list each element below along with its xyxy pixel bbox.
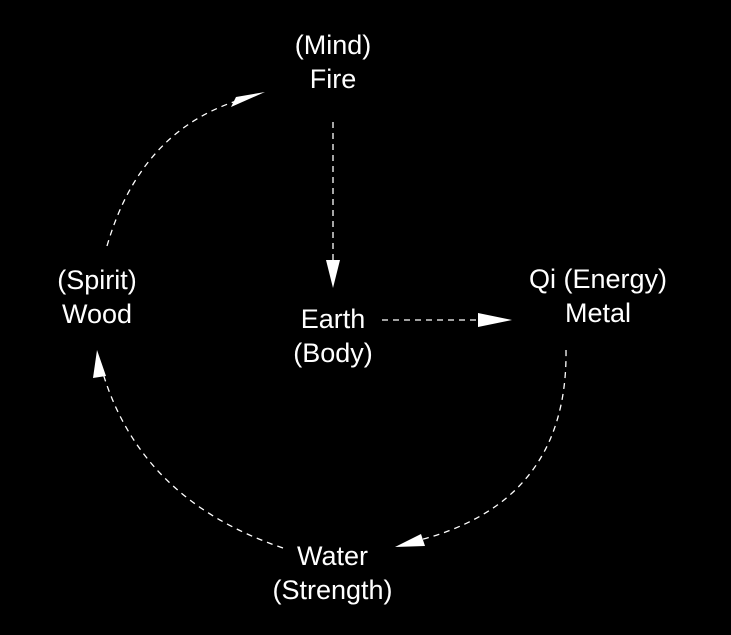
node-metal: Qi (Energy) Metal xyxy=(493,262,703,330)
arrow-water-to-wood xyxy=(101,369,284,549)
arrow-metal-to-water xyxy=(411,349,567,543)
node-wood: (Spirit) Wood xyxy=(12,263,182,331)
node-fire-subtitle: (Mind) xyxy=(294,30,372,60)
node-fire-title: Fire xyxy=(309,64,357,94)
node-earth: Earth (Body) xyxy=(243,302,423,370)
node-water-subtitle: (Strength) xyxy=(272,575,393,605)
node-fire: (Mind) Fire xyxy=(243,28,423,96)
node-earth-subtitle: (Body) xyxy=(293,338,373,368)
arrowhead-metal xyxy=(478,313,512,327)
node-water-title: Water xyxy=(296,541,368,571)
arrowhead-wood xyxy=(93,350,106,378)
node-water: Water (Strength) xyxy=(230,539,435,607)
node-metal-subtitle: Qi (Energy) xyxy=(528,264,668,294)
node-wood-title: Wood xyxy=(61,299,133,329)
arrowhead-fire xyxy=(231,92,265,107)
node-earth-title: Earth xyxy=(300,304,366,334)
arrow-wood-to-fire xyxy=(106,96,251,247)
node-metal-title: Metal xyxy=(564,298,632,328)
arrowhead-water xyxy=(395,534,425,547)
node-wood-subtitle: (Spirit) xyxy=(57,265,137,295)
arrowhead-earth xyxy=(326,260,340,288)
